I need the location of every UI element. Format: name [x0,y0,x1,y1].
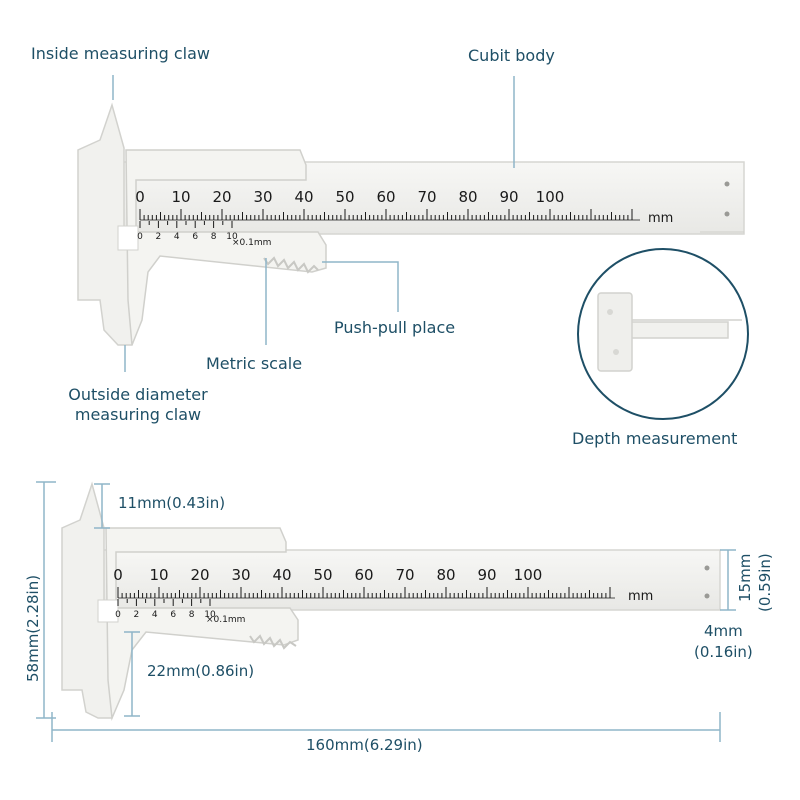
leader-push-pull [322,261,399,312]
main-scale-number: 0 [135,188,145,206]
main-scale-number: 20 [212,188,231,206]
caliper-top-slider [125,149,327,346]
vernier-number: 10 [204,610,216,620]
beam-hole [724,211,730,217]
vernier-scale-numbers: 0 2 4 6 8 10 [115,610,216,620]
label-outside-claw: Outside diameter measuring claw [38,385,238,425]
depth-slider-block [597,292,633,372]
dim-body-height-in: (0.59in) [756,553,774,612]
vernier-number: 6 [170,610,176,620]
vernier-number: 8 [211,232,217,242]
main-scale-number: 0 [113,566,123,584]
main-scale-number: 90 [477,566,496,584]
depth-rod-bar [627,321,729,339]
main-scale-number: 50 [313,566,332,584]
push-pull-grip [263,256,319,274]
vernier-scale-ticks [117,599,211,606]
main-scale-numbers: 0 10 20 30 40 50 60 70 80 90 100 [135,188,564,206]
dim-claw-top: 11mm(0.43in) [118,494,226,512]
leader-lines [112,75,515,372]
main-scale-number: 10 [171,188,190,206]
vernier-number: 2 [156,232,162,242]
label-inside-claw: Inside measuring claw [31,44,210,63]
vernier-number: 0 [115,610,121,620]
caliper-bottom: 0 10 20 30 40 50 60 70 80 90 100 0 2 4 6 8 10 mm ×0.1mm [61,481,721,721]
dim-length: 160mm(6.29in) [306,736,423,754]
caliper-bottom-beam [87,549,721,611]
main-scale-number: 90 [499,188,518,206]
vernier-number: 4 [174,232,180,242]
label-metric-scale: Metric scale [206,354,303,373]
vernier-number: 8 [189,610,195,620]
scale-unit: mm [628,589,653,604]
dim-body-height-mm: 15mm [736,553,754,602]
label-outside-claw-line2: measuring claw [74,405,202,424]
main-scale-number: 40 [272,566,291,584]
caliper-bottom-slider [105,527,299,721]
label-cubit-body: Cubit body [468,46,555,65]
vernier-number: 2 [134,610,140,620]
dimension-lines [36,481,736,742]
main-scale-ticks [117,587,615,599]
label-depth: Depth measurement [572,429,738,448]
main-scale-number: 60 [376,188,395,206]
depth-detail [577,248,749,420]
main-scale-number: 70 [395,566,414,584]
main-scale-number: 80 [458,188,477,206]
vernier-scale-ticks [139,221,233,228]
dim-height: 58mm(2.28in) [24,574,42,682]
dim-thickness-mm: 4mm [704,622,743,640]
label-outside-claw-line1: Outside diameter [68,385,208,404]
main-scale-number: 50 [335,188,354,206]
vernier-number: 10 [226,232,238,242]
beam-hole [724,181,730,187]
push-pull-grip [249,634,297,650]
main-scale-number: 30 [253,188,272,206]
vernier-unit: ×0.1mm [232,238,271,248]
vernier-number: 6 [192,232,198,242]
vernier-number: 0 [137,232,143,242]
main-scale-number: 60 [354,566,373,584]
main-scale-numbers: 0 10 20 30 40 50 60 70 80 90 100 [113,566,542,584]
dim-claw-bottom: 22mm(0.86in) [147,662,255,680]
dim-thickness-in: (0.16in) [694,643,753,661]
main-scale-number: 20 [190,566,209,584]
beam-hole [704,593,710,599]
scale-unit: mm [648,211,673,226]
main-scale-number: 80 [436,566,455,584]
caliper-top: 0 10 20 30 40 50 60 70 80 90 100 0 2 4 6 8 10 mm ×0.1mm [77,102,745,346]
vernier-scale-numbers: 0 2 4 6 8 10 [137,232,238,242]
main-scale-number: 10 [149,566,168,584]
main-scale-number: 100 [536,188,565,206]
main-scale-number: 100 [514,566,543,584]
vernier-unit: ×0.1mm [206,615,245,625]
vernier-number: 4 [152,610,158,620]
main-scale-number: 30 [231,566,250,584]
beam-hole [704,565,710,571]
main-scale-number: 40 [294,188,313,206]
main-scale-number: 70 [417,188,436,206]
main-scale-ticks [139,209,640,221]
label-push-pull: Push-pull place [334,318,456,337]
